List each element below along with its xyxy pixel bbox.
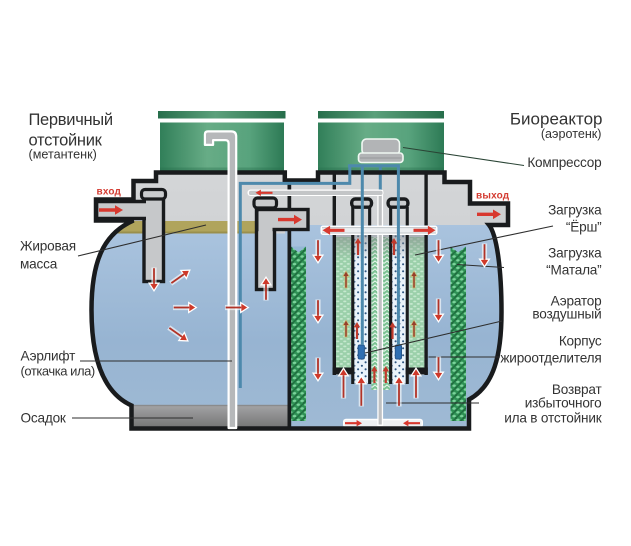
- svg-text:Корпус: Корпус: [559, 334, 602, 349]
- svg-text:масса: масса: [20, 257, 58, 272]
- svg-text:Загрузка: Загрузка: [548, 246, 602, 261]
- svg-text:Аэратор: Аэратор: [551, 294, 602, 309]
- svg-text:Осадок: Осадок: [21, 411, 67, 426]
- svg-text:Компрессор: Компрессор: [527, 155, 601, 170]
- svg-text:Возврат: Возврат: [552, 382, 602, 397]
- svg-text:воздушный: воздушный: [532, 307, 601, 322]
- svg-text:“Ёрш”: “Ёрш”: [566, 220, 602, 235]
- svg-text:жироотделителя: жироотделителя: [500, 351, 601, 366]
- svg-text:вход: вход: [97, 187, 122, 198]
- svg-text:отстойник: отстойник: [29, 132, 103, 150]
- svg-text:(аэротенк): (аэротенк): [541, 127, 602, 141]
- svg-text:выход: выход: [476, 191, 510, 202]
- svg-text:Жировая: Жировая: [20, 239, 76, 254]
- svg-text:избыточного: избыточного: [525, 396, 602, 411]
- svg-text:(откачка ила): (откачка ила): [21, 364, 95, 379]
- svg-text:Загрузка: Загрузка: [548, 203, 602, 218]
- svg-text:(метантенк): (метантенк): [29, 148, 97, 162]
- svg-text:ила в отстойник: ила в отстойник: [504, 411, 603, 426]
- svg-text:Аэрлифт: Аэрлифт: [21, 349, 76, 364]
- svg-text:“Матала”: “Матала”: [546, 263, 602, 278]
- svg-text:Первичный: Первичный: [29, 111, 113, 129]
- svg-text:Биореактор: Биореактор: [510, 110, 603, 129]
